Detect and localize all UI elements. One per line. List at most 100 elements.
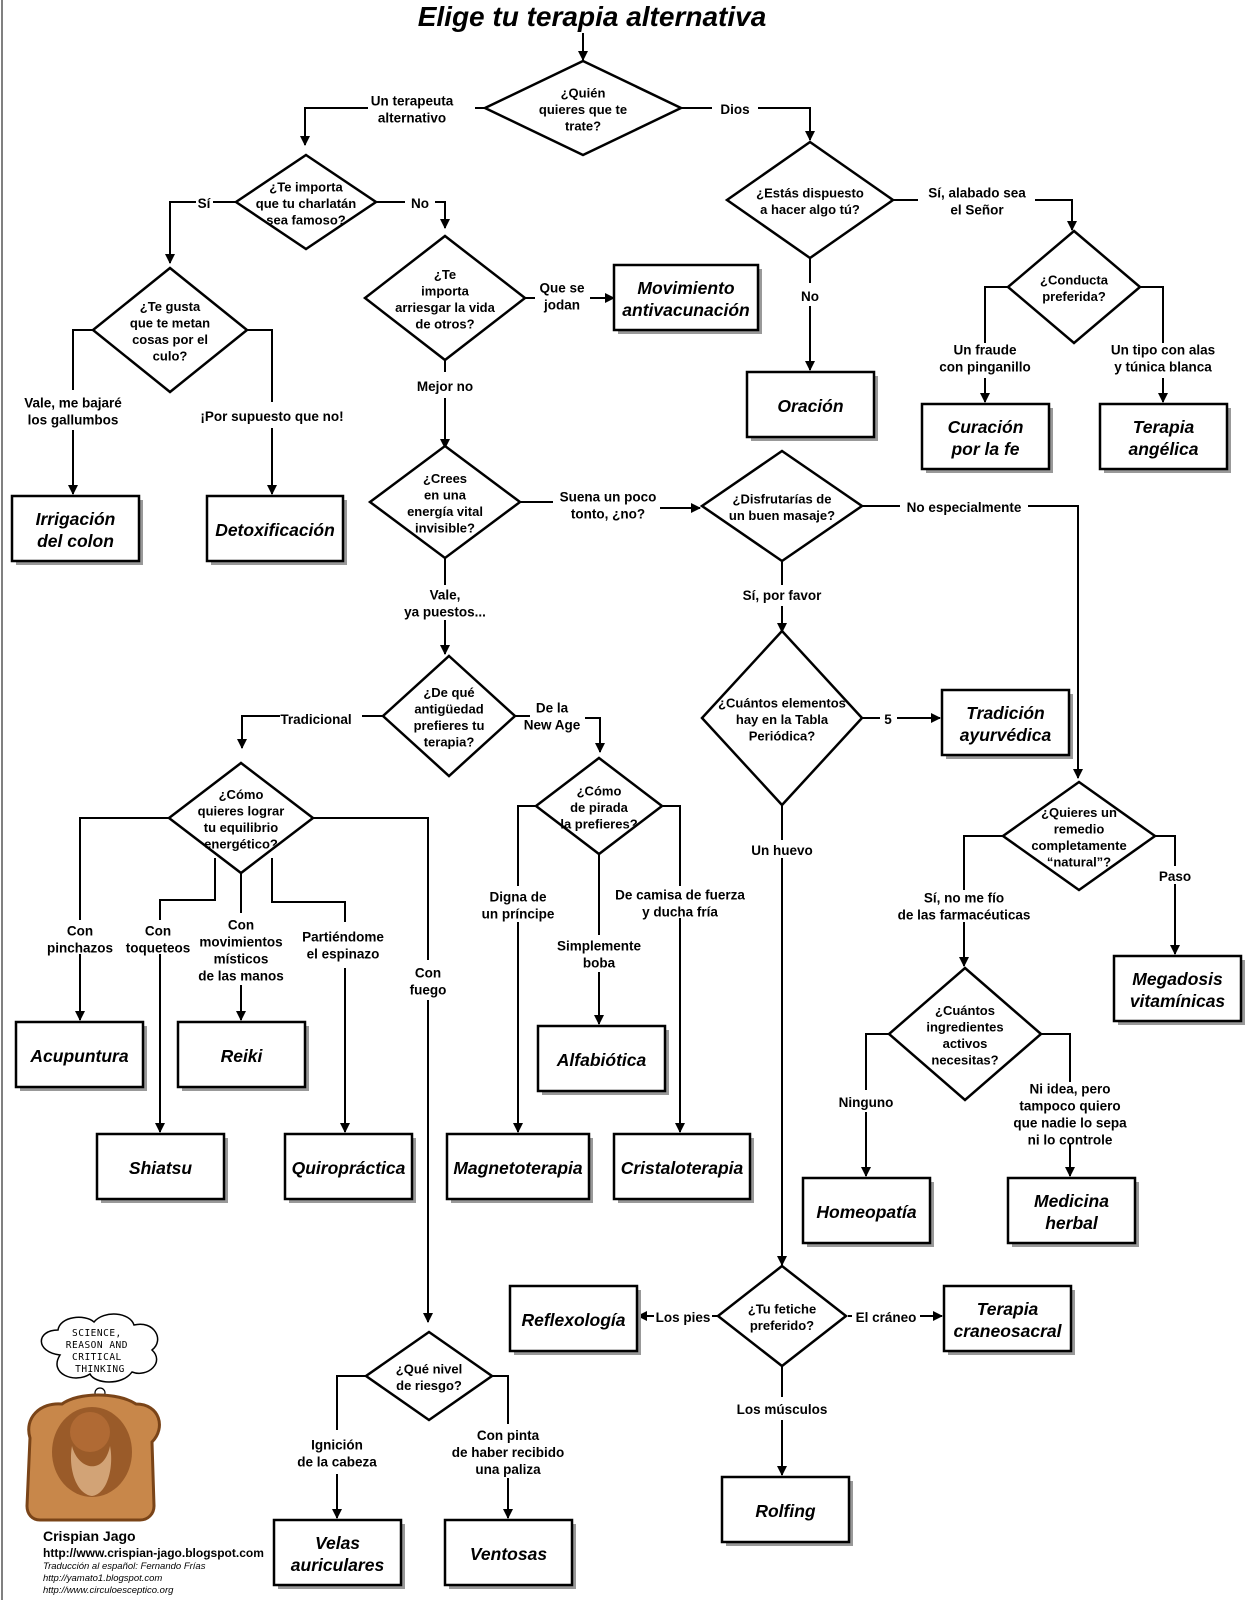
branch-label-si: Sí [198,196,212,211]
connector [517,805,535,886]
bubble-cloud [40,1313,159,1383]
decision-diamond [533,756,665,856]
branch-label-ninguno: Ninguno [839,1095,894,1110]
therapy-box [176,1020,307,1089]
connector [336,1375,366,1430]
thought-bubble: SCIENCE, REASON AND CRITICAL THINKING [40,1313,159,1408]
therapy-text: Reiki [221,1046,264,1066]
therapy-box [612,1132,752,1201]
therapy-text: Magnetoterapia [453,1158,583,1178]
credit-translation: Traducción al español: Fernando Frías [43,1561,206,1572]
therapy-box [940,688,1071,757]
connector [984,286,1008,343]
branch-label-no: No [411,196,429,211]
branch-label-un-huevo: Un huevo [751,843,813,858]
therapy-cristaloterapia: Cristaloterapia [612,1132,754,1203]
decision-diamond [887,966,1043,1102]
connector [1040,1033,1071,1082]
connector [159,858,216,920]
decision-diamond [233,153,379,251]
therapy-box [1006,1176,1137,1245]
therapy-text: Detoxificación [215,520,335,540]
therapy-box [536,1024,667,1093]
therapy-box [205,494,345,563]
therapy-rolfing: Rolfing [720,1475,853,1546]
connector [865,1033,890,1090]
connector [963,835,1003,890]
therapy-text: Reflexología [521,1310,625,1330]
therapy-oracion: Oración [745,370,878,441]
decision-diamond [91,266,249,394]
connector [1140,286,1164,343]
therapy-text: Homeopatía [816,1202,916,1222]
therapy-box [720,1475,851,1544]
bubble-text: SCIENCE, REASON AND CRITICAL THINKING [66,1328,134,1375]
connector [492,1375,509,1424]
branch-label-el-craneo: El cráneo [856,1310,917,1325]
branch-label-paso: Paso [1159,869,1191,884]
chart-title: Elige tu terapia alternativa [418,1,767,32]
therapy-text: Ventosas [470,1544,547,1564]
credit-url2: http://yamato1.blogspot.com [43,1573,162,1584]
connectors [68,33,1180,1519]
therapy-text: Cristaloterapia [621,1158,744,1178]
therapy-magnetoterapia: Magnetoterapia [445,1132,593,1203]
decision-diamond [1006,229,1142,345]
therapy-ventosas: Ventosas [443,1518,576,1589]
connector [1035,199,1077,231]
branch-label-no-especialmente: No especialmente [907,500,1022,515]
therapy-text: Shiatsu [129,1158,193,1178]
decision-diamond [482,59,684,157]
credit-url3: http://www.circuloesceptico.org [43,1585,174,1596]
decision-diamond [700,629,864,807]
darwin-beard [70,1446,112,1496]
therapy-shiatsu: Shiatsu [95,1132,228,1203]
darwin-toast-image [25,1393,161,1522]
therapy-box [14,1020,145,1089]
therapy-reiki: Reiki [176,1020,309,1091]
connector [1155,835,1176,866]
therapy-box [283,1132,414,1201]
therapy-box [942,1284,1073,1353]
